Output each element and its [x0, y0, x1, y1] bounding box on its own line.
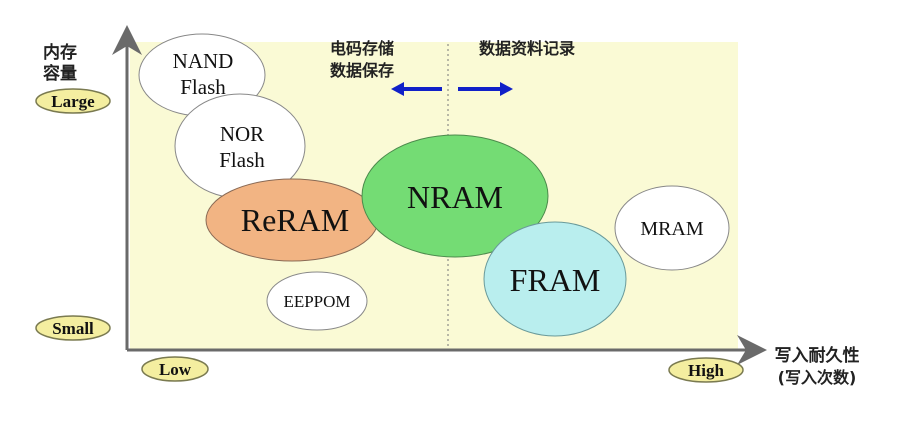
eeppom-ellipse: [266, 271, 368, 331]
right-arrow: [458, 82, 513, 96]
high-label: High: [688, 361, 724, 380]
y-axis-title-line1: 内存: [43, 42, 77, 63]
nor-flash-label-line1: NOR: [220, 122, 264, 146]
reram-label: ReRAM: [241, 202, 349, 238]
nram-ellipse: [361, 134, 549, 258]
mram-ellipse: [614, 185, 730, 271]
region-left-line1: 电码存储: [330, 39, 394, 58]
high-pill: [668, 357, 744, 383]
large-pill: [35, 88, 111, 114]
region-right-label: 数据资料记录: [479, 39, 575, 58]
x-axis-title-line1: 写入耐久性: [775, 345, 860, 366]
low-label: Low: [159, 360, 192, 379]
mram-label: MRAM: [640, 218, 704, 240]
fram-label: FRAM: [510, 262, 601, 298]
small-label: Small: [52, 319, 94, 338]
y-axis-title-line2: 容量: [43, 63, 77, 84]
nram-label: NRAM: [407, 179, 503, 215]
region-left-line2: 数据保存: [330, 61, 394, 80]
fram-ellipse: [483, 221, 627, 337]
small-pill: [35, 315, 111, 341]
nor-flash-label-line2: Flash: [219, 148, 265, 172]
low-pill: [141, 356, 209, 382]
nand-flash-label-line2: Flash: [180, 75, 226, 99]
x-axis-title-line2: (写入次数): [778, 368, 857, 387]
eeppom-label: EEPPOM: [283, 292, 350, 311]
left-arrow: [391, 82, 442, 96]
nand-flash-label-line1: NAND: [173, 49, 234, 73]
large-label: Large: [51, 92, 95, 111]
